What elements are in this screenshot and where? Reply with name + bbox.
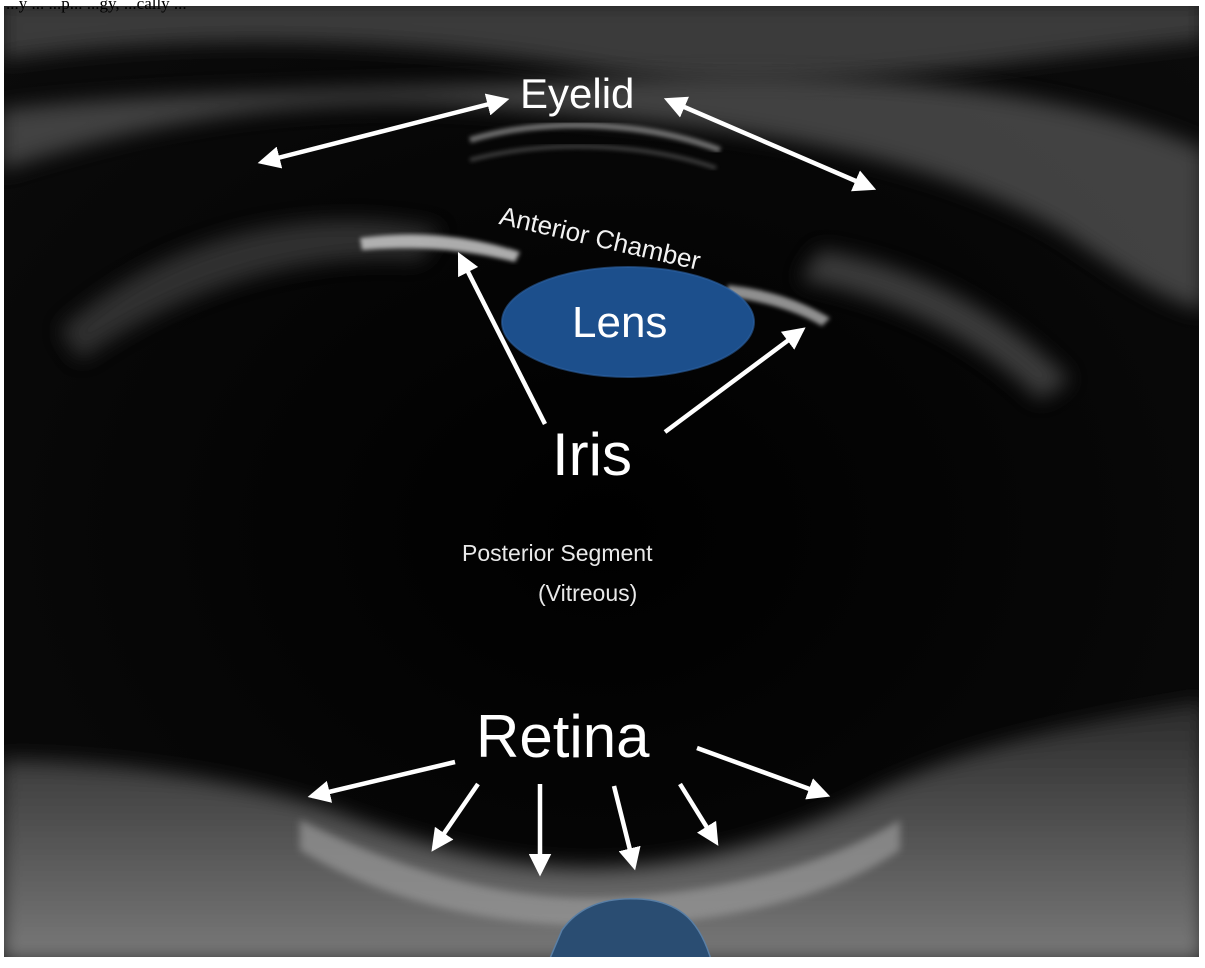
frame-right (1199, 0, 1205, 963)
cropped-caption: ...y ... ...p... ...gy, ...cally ... (6, 0, 187, 14)
label-vitreous: (Vitreous) (538, 580, 637, 607)
label-retina: Retina (476, 702, 649, 771)
label-eyelid: Eyelid (520, 70, 634, 118)
frame-bottom (0, 957, 1205, 963)
label-lens: Lens (572, 298, 667, 348)
label-posterior-segment: Posterior Segment (462, 540, 652, 567)
label-iris: Iris (552, 420, 632, 489)
frame-left (0, 0, 4, 963)
